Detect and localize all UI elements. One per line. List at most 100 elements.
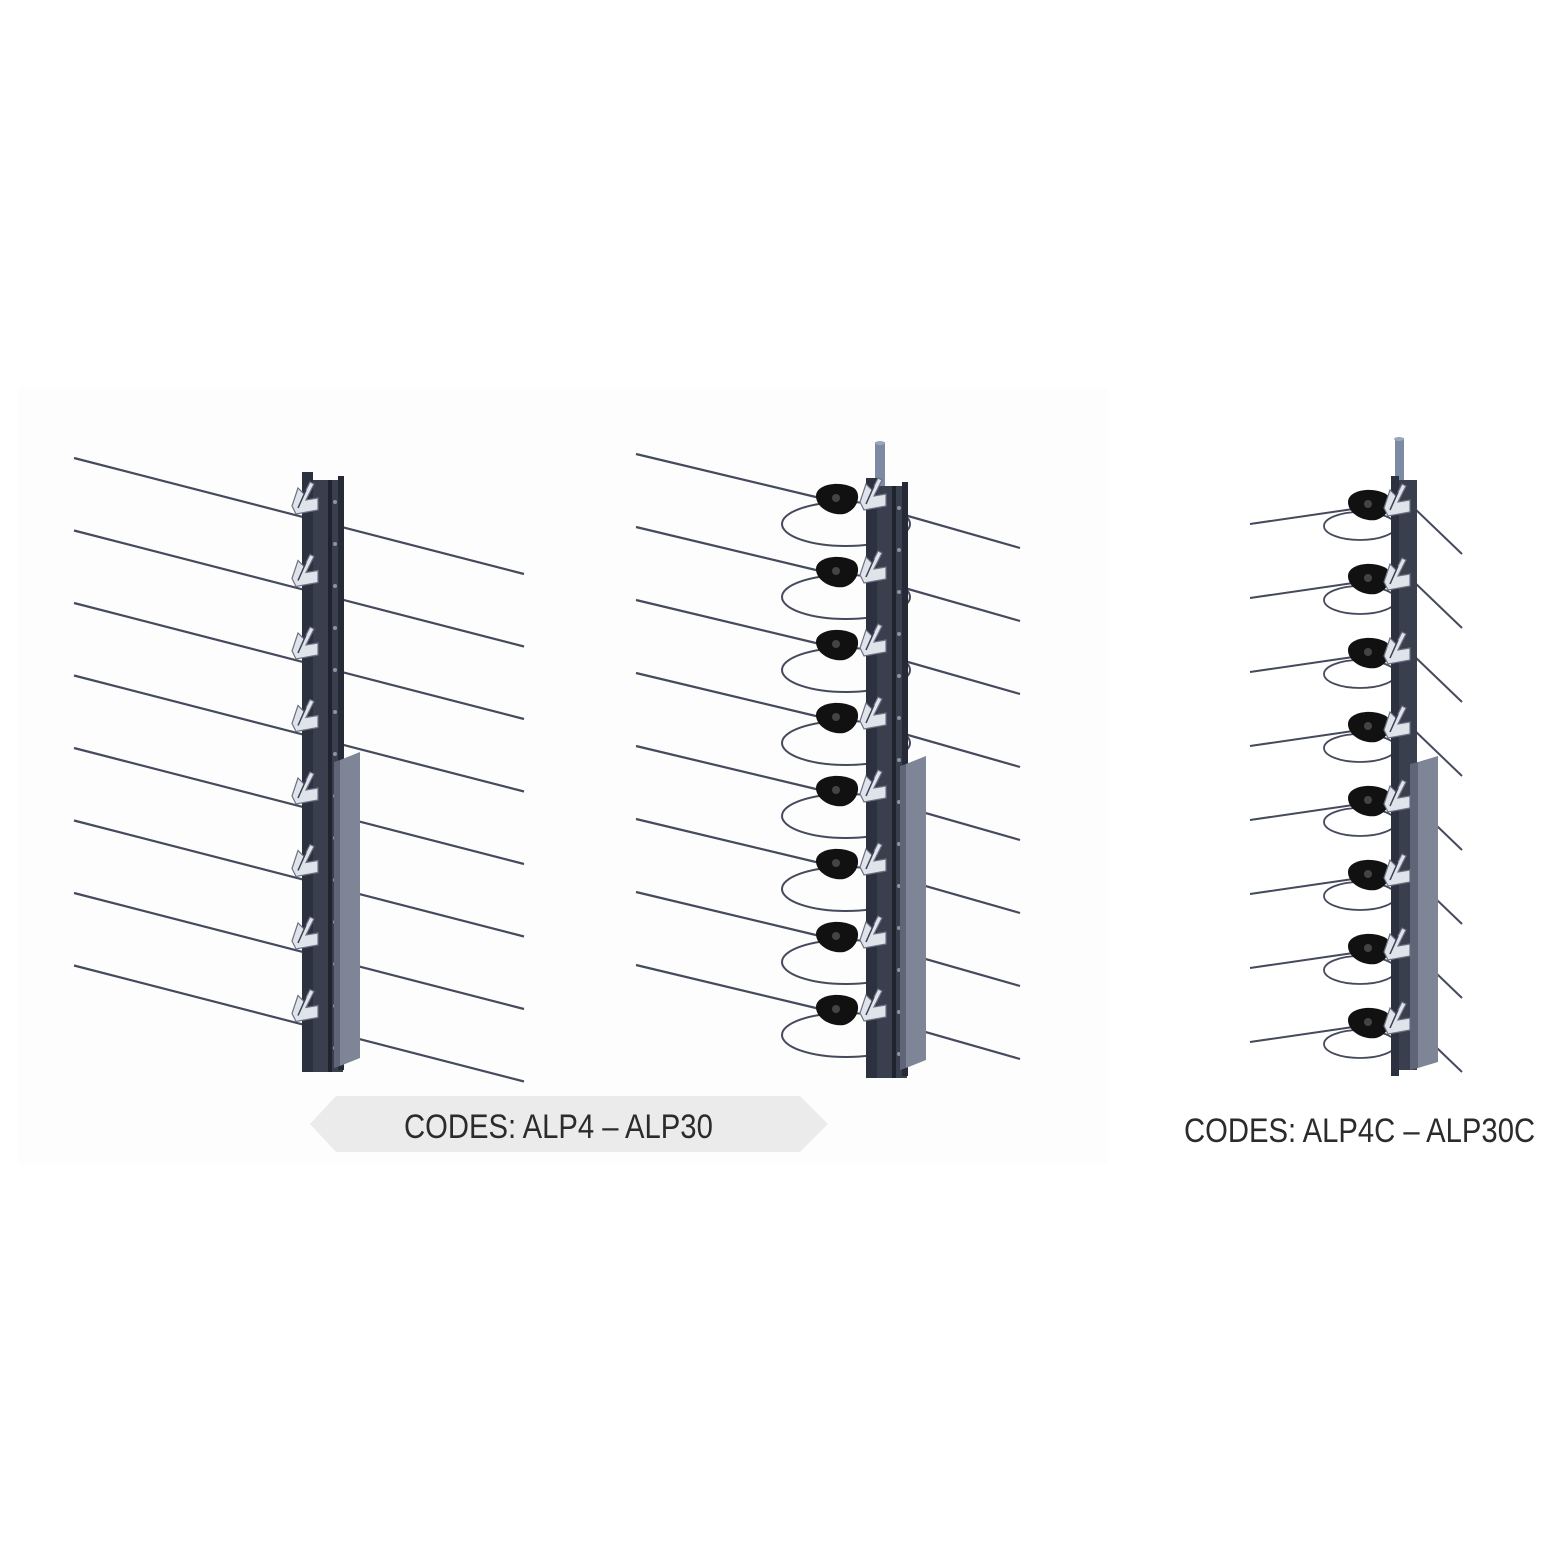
- insulator-notch: [1389, 861, 1399, 881]
- corner-post-assembly-with-tensioners: [1249, 437, 1463, 1076]
- fence-wire-left: [635, 671, 821, 719]
- fence-wire-left: [1249, 507, 1361, 525]
- tensioner-hub: [832, 567, 840, 575]
- right-product-codes-label: CODES: ALP4C – ALP30C: [1184, 1112, 1536, 1150]
- insulator-notch: [297, 489, 307, 509]
- tensioner-hub: [1364, 1018, 1372, 1026]
- fence-wire-left: [1249, 729, 1361, 747]
- tensioner-hub: [1364, 870, 1372, 878]
- mounting-plate-edge: [334, 760, 340, 1068]
- insulator-notch: [865, 558, 875, 578]
- fence-wire-right: [1411, 579, 1463, 629]
- fence-wire-left: [635, 744, 821, 792]
- post-rod-top: [1394, 437, 1404, 441]
- insulator-notch: [297, 707, 307, 726]
- insulator-notch: [1389, 787, 1399, 807]
- insulator-notch: [1389, 639, 1399, 659]
- tensioner-hub: [1364, 796, 1372, 804]
- insulator-notch: [865, 704, 875, 724]
- tensioner-hub: [1364, 500, 1372, 508]
- tensioner-hub: [832, 713, 840, 721]
- insulator-notch: [865, 923, 875, 943]
- post-hole: [333, 542, 337, 546]
- tensioner-hub: [832, 494, 840, 502]
- mounting-plate-edge: [1410, 762, 1418, 1070]
- fence-wire: [73, 601, 525, 721]
- fence-wire-left: [635, 525, 821, 573]
- post-hole: [897, 674, 901, 678]
- insulator-notch: [297, 997, 307, 1016]
- post-rail: [866, 478, 877, 1078]
- tensioner-hub: [1364, 574, 1372, 582]
- code-label-tag: [310, 1096, 828, 1152]
- fence-wire-left: [1249, 1025, 1361, 1043]
- fence-wire-left: [635, 452, 821, 500]
- fence-wire-left: [635, 817, 821, 865]
- post-assembly-with-tensioners: [635, 441, 1021, 1078]
- post-hole: [897, 548, 901, 552]
- insulator-notch: [865, 850, 875, 870]
- fence-wire: [73, 746, 525, 866]
- fence-wire: [73, 456, 525, 576]
- tensioner-hub: [1364, 944, 1372, 952]
- post-hole: [897, 590, 901, 594]
- mounting-plate: [1418, 756, 1438, 1068]
- insulator-notch: [865, 631, 875, 651]
- left-product-codes-label: CODES: ALP4 – ALP30: [404, 1108, 713, 1146]
- mounting-plate-edge: [900, 764, 906, 1070]
- tensioner-hub: [832, 786, 840, 794]
- tensioner-hub: [832, 859, 840, 867]
- insulator-notch: [1389, 565, 1399, 585]
- fence-wire-right: [1411, 727, 1463, 777]
- insulator-notch: [297, 634, 307, 654]
- insulator-notch: [297, 852, 307, 871]
- post-rail: [1391, 476, 1399, 1076]
- post-hole: [333, 710, 337, 714]
- tensioner-hub: [832, 640, 840, 648]
- post-hole: [897, 506, 901, 510]
- tensioner-hub: [832, 1005, 840, 1013]
- fence-wire-left: [1249, 581, 1361, 599]
- post-rail: [302, 472, 313, 1072]
- tensioner-hub: [832, 932, 840, 940]
- post-rod: [1395, 438, 1404, 486]
- post-hole: [897, 758, 901, 762]
- fence-wire: [73, 819, 525, 938]
- insulator-notch: [297, 924, 307, 944]
- mounting-plate: [340, 752, 360, 1066]
- fence-wire-left: [1249, 951, 1361, 969]
- post-assembly-plain: [73, 456, 525, 1083]
- product-panel-background: [18, 388, 1108, 1164]
- post-hole: [333, 626, 337, 630]
- mounting-plate: [906, 756, 926, 1068]
- insulator-notch: [865, 485, 875, 505]
- fence-wire-left: [1249, 877, 1361, 895]
- fence-wire: [73, 891, 525, 1011]
- insulator-notch: [297, 779, 307, 799]
- insulator-notch: [865, 996, 875, 1016]
- fence-wire-right: [1411, 653, 1463, 703]
- insulator-notch: [1389, 1009, 1399, 1029]
- tensioner-hub: [1364, 722, 1372, 730]
- post-rod: [875, 442, 885, 492]
- post-hole: [897, 632, 901, 636]
- post-groove: [892, 486, 896, 1078]
- post-hole: [333, 500, 337, 504]
- tensioner-hub: [1364, 648, 1372, 656]
- post-groove: [328, 480, 332, 1072]
- fence-wire: [73, 674, 525, 793]
- fence-wire-left: [635, 890, 821, 938]
- fence-wire-left: [635, 963, 821, 1011]
- fence-wire-right: [1411, 505, 1463, 555]
- fence-wire-left: [635, 598, 821, 646]
- fence-wire: [73, 529, 525, 648]
- fence-wire: [73, 964, 525, 1083]
- post-hole: [333, 668, 337, 672]
- fence-wire-left: [1249, 655, 1361, 673]
- insulator-notch: [1389, 491, 1399, 511]
- insulator-notch: [1389, 935, 1399, 955]
- insulator-notch: [1389, 713, 1399, 733]
- post-hole: [333, 584, 337, 588]
- post-rod-top: [875, 441, 885, 445]
